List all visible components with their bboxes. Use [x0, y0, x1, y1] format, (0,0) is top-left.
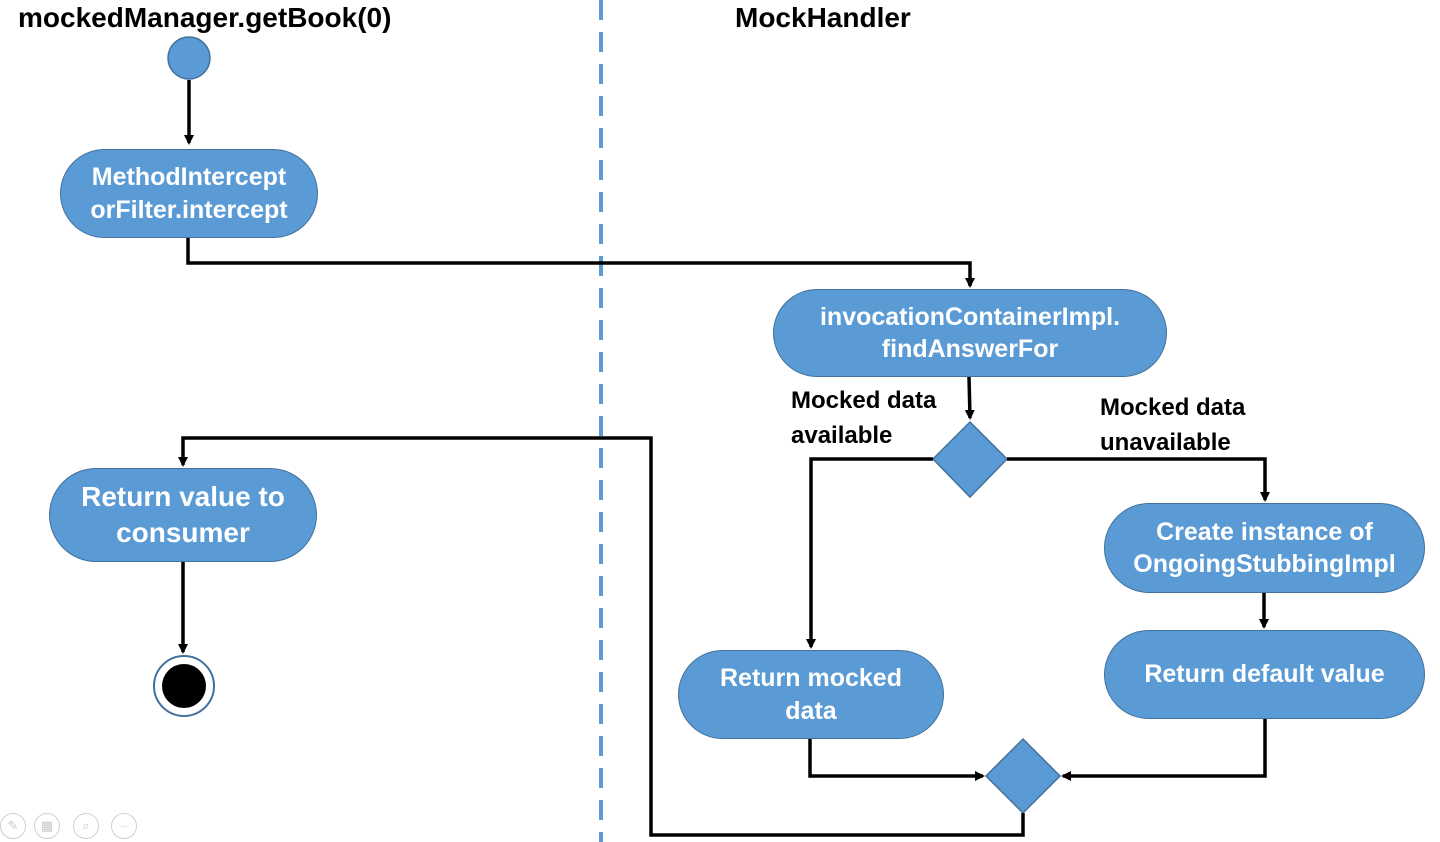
- merge-diamond: [984, 737, 1062, 815]
- node-return-mocked-line2: data: [785, 696, 837, 725]
- arrow-return-mocked-to-merge: [808, 739, 985, 781]
- slides-icon-glyph: ▦: [40, 818, 54, 833]
- arrow-intercept-to-find-answer: [186, 238, 975, 288]
- node-create-instance: Create instance of OngoingStubbingImpl: [1104, 503, 1425, 593]
- node-find-answer: invocationContainerImpl. findAnswerFor: [773, 289, 1167, 377]
- guard-available: Mocked data available: [791, 383, 936, 453]
- pencil-icon[interactable]: ✎: [0, 813, 26, 839]
- guard-available-line2: available: [791, 422, 893, 449]
- more-icon[interactable]: ···: [111, 813, 137, 839]
- pencil-icon-glyph: ✎: [7, 818, 19, 833]
- end-node: [162, 664, 206, 708]
- node-create-instance-line2: OngoingStubbingImpl: [1133, 550, 1396, 578]
- lane-title-left: mockedManager.getBook(0): [18, 2, 392, 33]
- guard-unavailable-line2: unavailable: [1100, 429, 1231, 456]
- arrow-find-answer-to-decision: [964, 376, 975, 420]
- slides-icon[interactable]: ▦: [34, 813, 60, 839]
- node-find-answer-line1: invocationContainerImpl.: [819, 302, 1121, 331]
- guard-unavailable: Mocked data unavailable: [1100, 390, 1245, 460]
- node-find-answer-line2: findAnswerFor: [881, 335, 1059, 363]
- arrow-decision-to-create-instance: [1007, 457, 1270, 502]
- guard-unavailable-line1: Mocked data: [1100, 394, 1246, 421]
- node-return-consumer-line2: consumer: [116, 517, 250, 548]
- node-intercept: MethodIntercept orFilter.intercept: [60, 149, 318, 238]
- lane-title-right: MockHandler: [735, 2, 911, 33]
- node-return-consumer-line1: Return value to: [81, 480, 285, 512]
- arrow-merge-to-return-consumer: [178, 436, 1025, 837]
- start-node: [167, 36, 211, 80]
- node-return-default-line1: Return default value: [1144, 660, 1385, 689]
- arrow-decision-to-return-mocked: [806, 457, 933, 649]
- node-intercept-line2: orFilter.intercept: [90, 195, 288, 224]
- arrow-return-default-to-merge: [1061, 719, 1267, 781]
- guard-available-line1: Mocked data: [791, 387, 937, 414]
- zoom-icon[interactable]: ⌕: [73, 813, 99, 839]
- decision-diamond: [931, 420, 1009, 499]
- node-return-default: Return default value: [1104, 630, 1425, 719]
- more-icon-glyph: ···: [120, 820, 129, 832]
- node-return-mocked: Return mocked data: [678, 650, 944, 739]
- node-return-mocked-line1: Return mocked: [720, 664, 902, 692]
- node-intercept-line1: MethodIntercept: [91, 163, 287, 191]
- zoom-icon-glyph: ⌕: [82, 818, 90, 833]
- node-create-instance-line1: Create instance of: [1156, 517, 1373, 546]
- node-return-consumer: Return value to consumer: [49, 468, 317, 562]
